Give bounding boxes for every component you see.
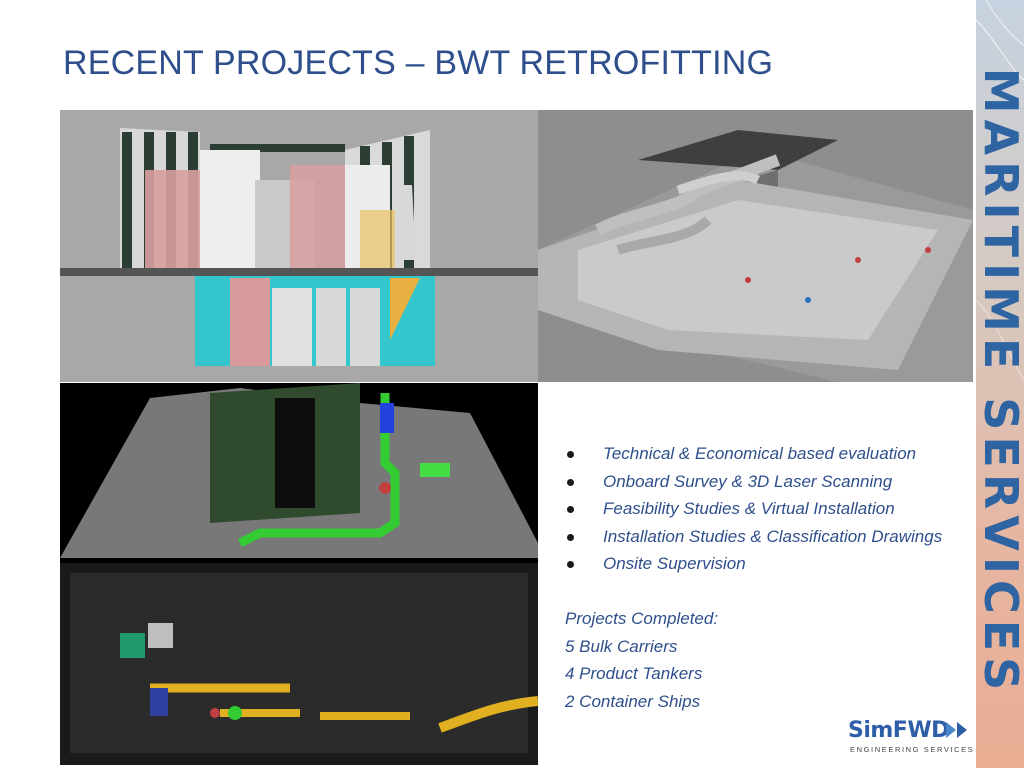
projects-heading: Projects Completed: (565, 609, 719, 628)
laser-scan-piping-overlay (60, 383, 538, 765)
list-item: Onsite Supervision (565, 553, 942, 581)
company-logo: SimFWD ENGINEERING SERVICES (848, 718, 976, 758)
list-item: 4 Product Tankers (565, 664, 703, 683)
laser-scan-render-icon (60, 383, 538, 765)
bullet-icon (567, 506, 574, 513)
service-label: Feasibility Studies & Virtual Installati… (603, 499, 895, 518)
list-item: 5 Bulk Carriers (565, 636, 678, 656)
list-item: Feasibility Studies & Virtual Installati… (565, 498, 942, 526)
service-label: Installation Studies & Classification Dr… (603, 526, 943, 546)
bullet-icon (567, 451, 574, 458)
engine-room-3d-model (60, 110, 538, 382)
service-label: Onsite Supervision (603, 554, 746, 573)
list-item: Technical & Economical based evaluation (565, 443, 942, 471)
side-decoration (976, 0, 1024, 768)
list-item: 2 Container Ships (565, 691, 701, 711)
3d-model-render-icon (60, 110, 538, 382)
projects-completed: Projects Completed: 5 Bulk Carriers 4 Pr… (565, 608, 718, 718)
logo-brand: SimFWD (848, 718, 949, 743)
list-item: Onboard Survey & 3D Laser Scanning (565, 471, 942, 499)
slide-title: RECENT PROJECTS – BWT RETROFITTING (63, 44, 774, 82)
laser-scan-render-icon (538, 110, 973, 382)
point-cloud-with-model (538, 110, 973, 382)
list-item: Installation Studies & Classification Dr… (565, 526, 942, 554)
side-banner-text: MARITIME SERVICES (974, 67, 1024, 697)
services-list: Technical & Economical based evaluation … (565, 443, 942, 581)
service-label: Onboard Survey & 3D Laser Scanning (603, 471, 893, 491)
logo-tagline: ENGINEERING SERVICES (850, 745, 975, 754)
bullet-icon (567, 561, 574, 568)
bullet-icon (567, 533, 574, 541)
service-label: Technical & Economical based evaluation (603, 444, 917, 463)
double-arrow-icon (946, 722, 967, 738)
bullet-icon (567, 478, 574, 486)
